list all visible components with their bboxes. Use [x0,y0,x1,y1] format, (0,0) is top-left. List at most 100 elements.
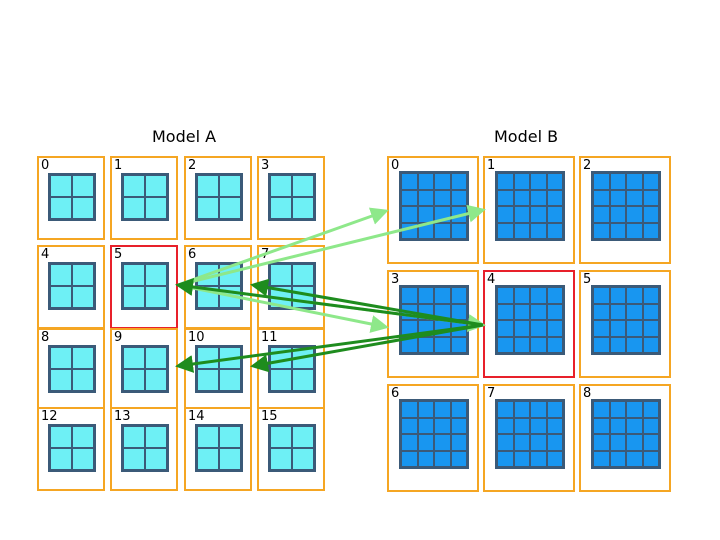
model_a-cell-7: 7 [257,245,325,329]
grid-square [434,336,451,353]
grid-square [609,450,626,467]
grid-square [530,222,547,239]
model_b-cell-1: 1 [483,156,575,264]
grid-square [270,264,292,286]
model_a-cell-grid [48,424,96,472]
grid-square [417,303,434,320]
grid-square [434,287,451,304]
grid-square [417,320,434,337]
grid-square [401,189,418,206]
model_b-cell-8: 8 [579,384,671,492]
grid-square [530,417,547,434]
grid-square [401,222,418,239]
grid-square [145,286,167,308]
grid-square [450,336,467,353]
model_a-cell-label: 1 [114,158,123,173]
model_a-cell-grid [48,345,96,393]
model_a-cell-grid [48,262,96,310]
grid-square [292,175,314,197]
model_b-cell-4: 4 [483,270,575,378]
grid-square [72,347,94,369]
grid-square [50,448,72,470]
grid-square [593,189,610,206]
grid-square [434,401,451,418]
grid-square [497,450,514,467]
model_a-cell-label: 13 [114,409,131,424]
model_a-cell-grid [195,173,243,221]
grid-square [417,189,434,206]
grid-square [642,287,659,304]
grid-square [609,222,626,239]
grid-square [626,222,643,239]
grid-square [626,417,643,434]
grid-square [50,426,72,448]
grid-square [626,336,643,353]
grid-square [642,173,659,190]
grid-square [593,434,610,451]
grid-square [497,303,514,320]
grid-square [270,286,292,308]
grid-square [123,347,145,369]
model_a-cell-6: 6 [184,245,252,329]
model_a-cell-label: 3 [261,158,270,173]
model_a-cell-grid [48,173,96,221]
grid-square [546,173,563,190]
grid-square [497,417,514,434]
model-b-title: Model B [494,127,559,146]
grid-square [123,369,145,391]
model_b-cell-grid [495,285,565,355]
grid-square [513,417,530,434]
grid-square [497,222,514,239]
grid-square [123,264,145,286]
grid-square [642,336,659,353]
model_a-cell-4: 4 [37,245,105,329]
grid-square [401,287,418,304]
grid-square [546,434,563,451]
grid-square [546,222,563,239]
grid-square [497,434,514,451]
grid-square [513,206,530,223]
grid-square [401,173,418,190]
grid-square [530,206,547,223]
grid-square [292,197,314,219]
grid-square [219,175,241,197]
grid-square [123,426,145,448]
grid-square [434,450,451,467]
model_b-cell-label: 7 [487,386,496,401]
grid-square [593,336,610,353]
model_a-cell-3: 3 [257,156,325,240]
model_a-cell-label: 15 [261,409,278,424]
grid-square [450,401,467,418]
grid-square [292,286,314,308]
grid-square [417,287,434,304]
grid-square [530,303,547,320]
grid-square [145,448,167,470]
grid-square [530,189,547,206]
grid-square [609,336,626,353]
grid-square [626,434,643,451]
grid-square [609,417,626,434]
grid-square [401,336,418,353]
grid-square [609,303,626,320]
model_b-cell-grid [399,171,469,241]
grid-square [434,417,451,434]
grid-square [530,434,547,451]
grid-square [219,448,241,470]
model_b-cell-grid [591,171,661,241]
grid-square [197,286,219,308]
model_b-cell-label: 4 [487,272,496,287]
model_a-cell-14: 14 [184,407,252,491]
grid-square [270,175,292,197]
grid-square [292,426,314,448]
model_b-cell-grid [495,399,565,469]
grid-square [593,450,610,467]
grid-square [50,347,72,369]
grid-square [72,197,94,219]
grid-square [123,286,145,308]
grid-square [417,450,434,467]
grid-square [497,189,514,206]
grid-square [450,173,467,190]
model_a-cell-label: 2 [188,158,197,173]
grid-square [546,189,563,206]
grid-square [497,173,514,190]
